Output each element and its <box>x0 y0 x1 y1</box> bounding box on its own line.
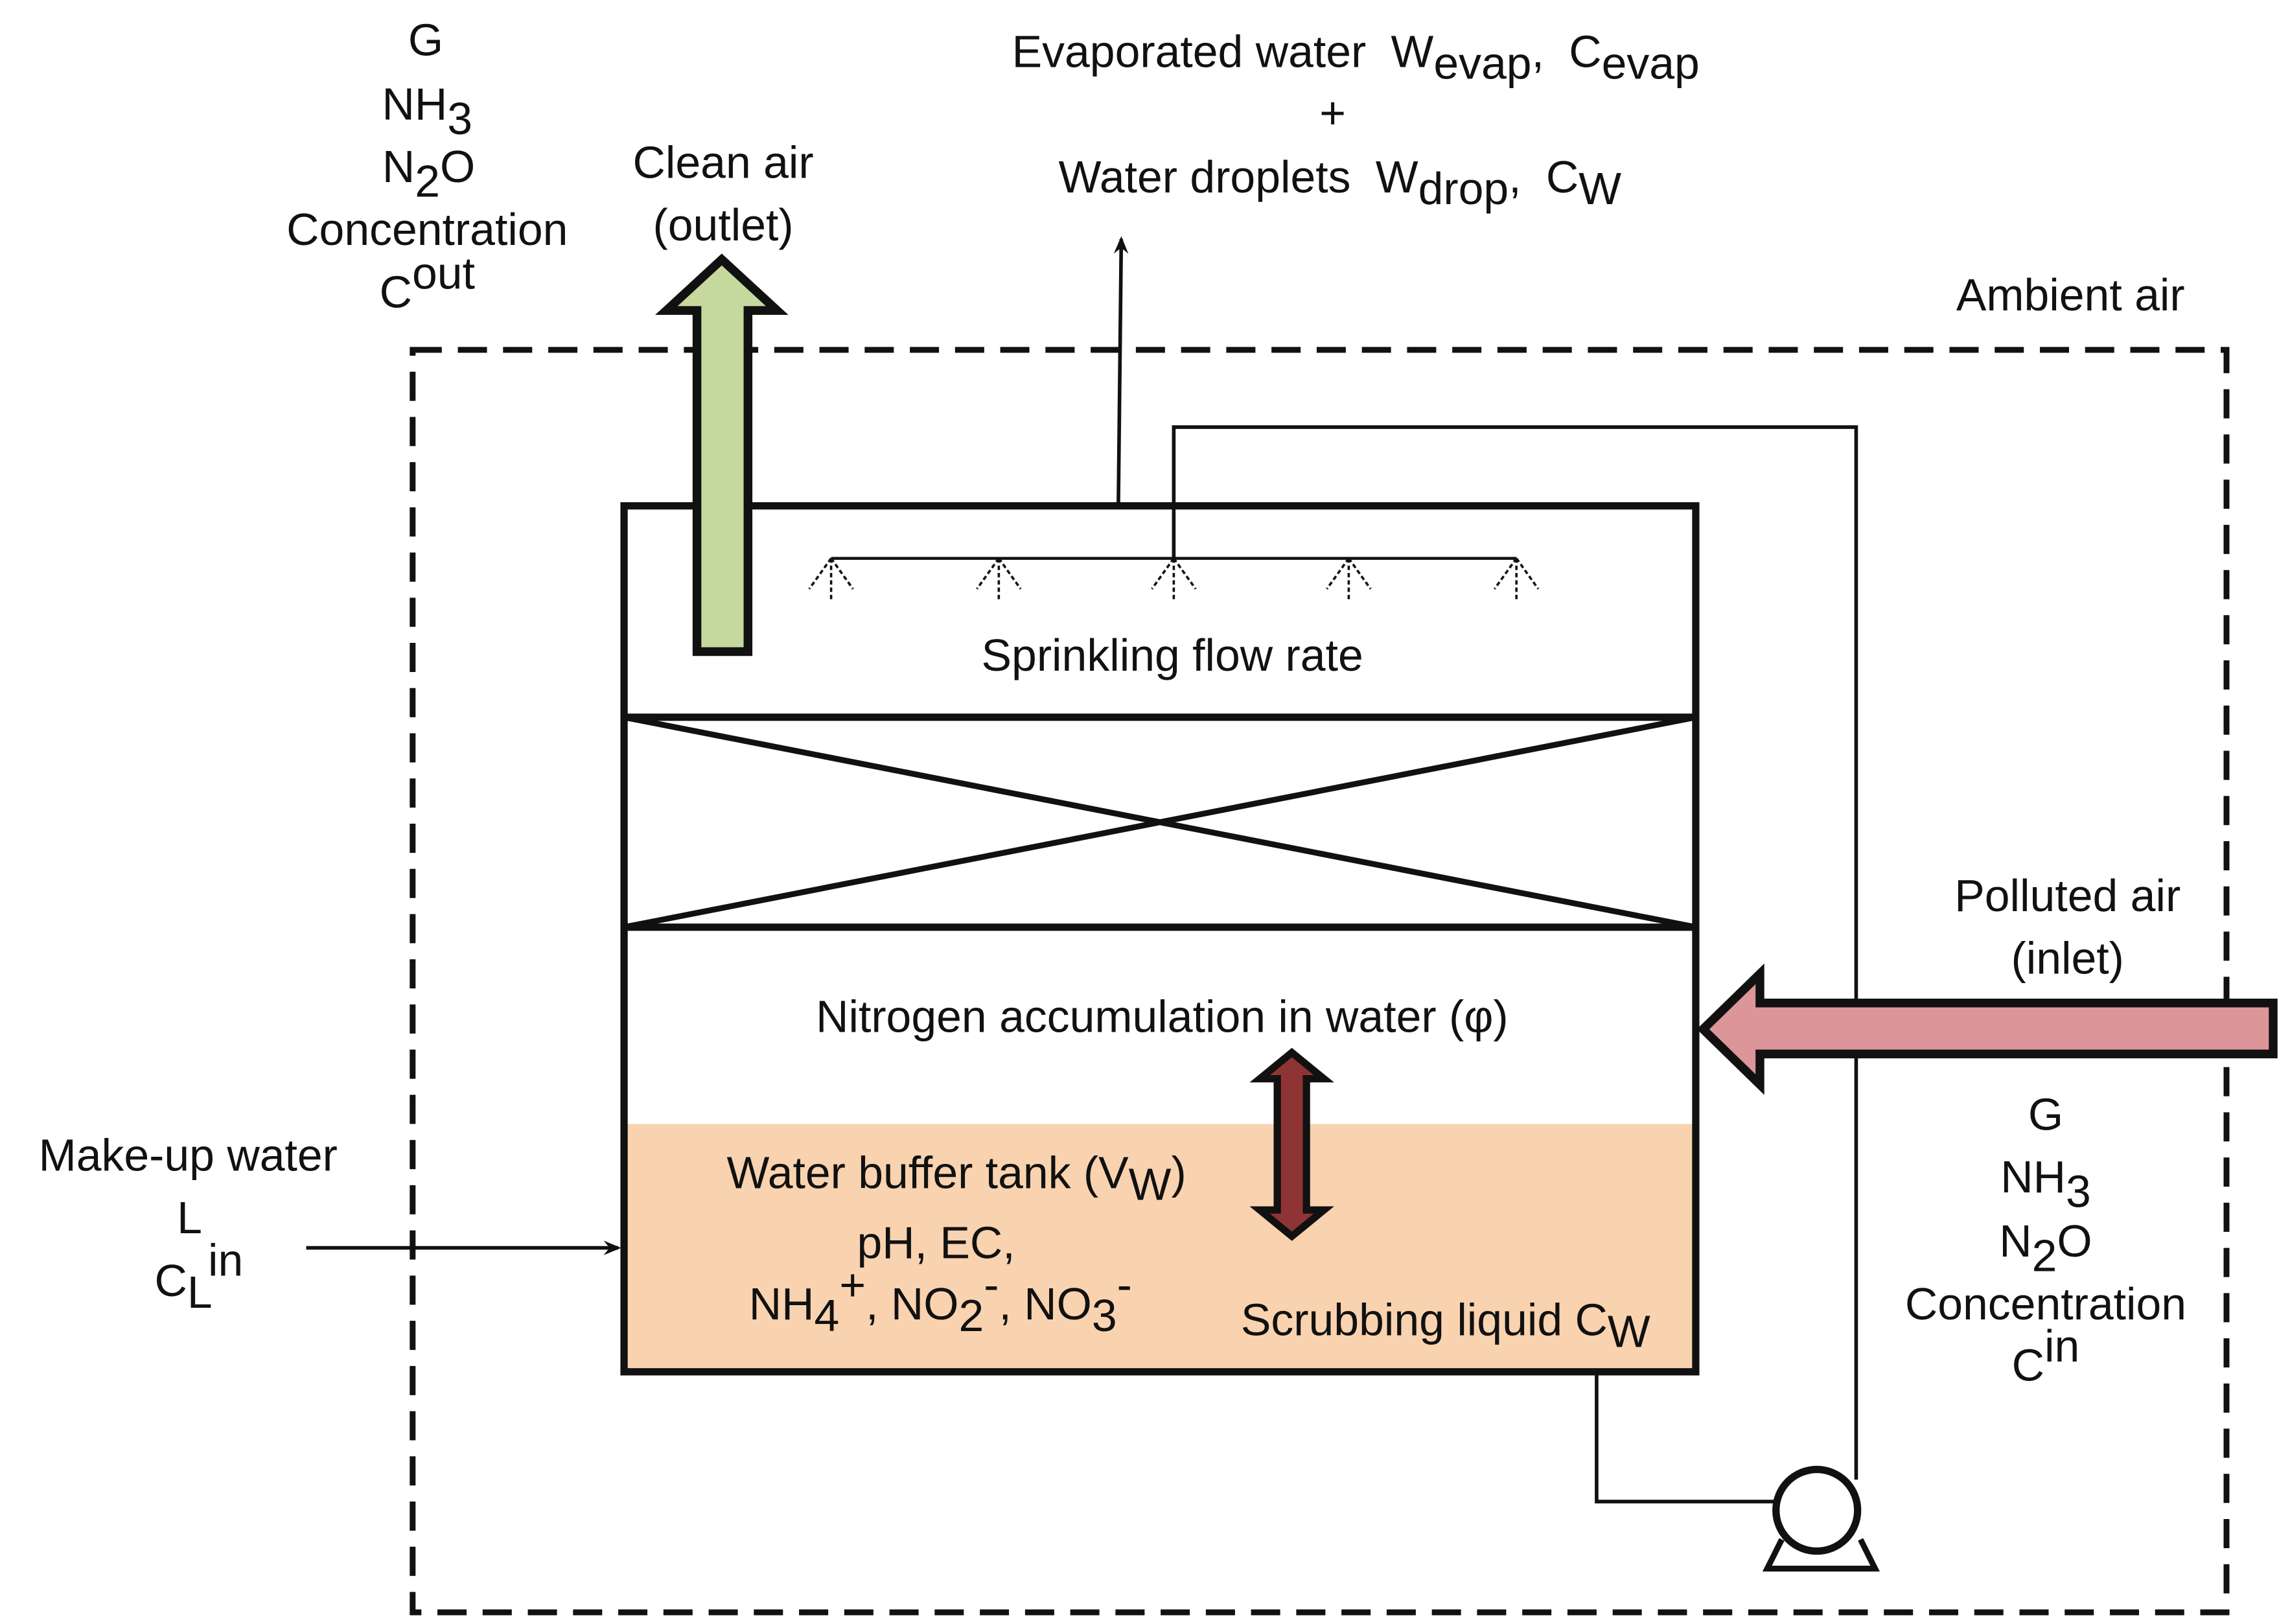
outlet-nh3-label: NH3 <box>382 78 473 143</box>
plus-sign: + <box>1319 87 1346 138</box>
inlet-nh3-label: NH3 <box>2000 1152 2091 1216</box>
outlet-gases-label: G NH3 N2O Concentration Cout <box>286 14 568 317</box>
polluted-air-label: Polluted air <box>1954 870 2181 921</box>
inlet-g-label: G <box>2028 1089 2063 1139</box>
sprinkler-header <box>808 557 1540 601</box>
outlet-g-label: G <box>408 14 443 65</box>
inlet-n2o-label: N2O <box>1999 1216 2092 1281</box>
inlet-gases-label: G NH3 N2O Concentration Cin <box>1905 1089 2186 1390</box>
nozzle-icon <box>1326 557 1372 601</box>
tank-title-label: Water buffer tank (VW) <box>726 1147 1186 1209</box>
ambient-air-boundary <box>410 347 2230 1616</box>
recirculation-pipe <box>1595 1371 1776 1503</box>
outlet-n2o-label: N2O <box>382 141 475 206</box>
evaporation-arrow <box>1113 236 1129 506</box>
outlet-concentration-label: Concentration <box>286 204 568 255</box>
outlet-c-label: Cout <box>380 248 475 317</box>
polluted-air-inlet-label: (inlet) <box>2011 933 2124 984</box>
inlet-c-label: Cin <box>2012 1321 2080 1390</box>
gas-liquid-exchange-arrow <box>1249 1047 1334 1241</box>
water-buffer-tank-label: Water buffer tank (VW) pH, EC, NH4+, NO2… <box>726 1147 1186 1340</box>
makeup-c-label: CLin <box>155 1235 244 1317</box>
ph-ec-label: pH, EC, <box>857 1217 1015 1268</box>
nozzle-icon <box>976 557 1022 601</box>
nozzle-icon <box>1151 557 1197 601</box>
clean-air-outlet-label: (outlet) <box>653 200 794 250</box>
pump-icon <box>1762 1465 1880 1572</box>
makeup-water-label-group: Make-up water L CLin <box>39 1130 338 1317</box>
inlet-concentration-label: Concentration <box>1905 1279 2186 1329</box>
clean-air-outlet-arrow <box>655 253 789 656</box>
ions-label: NH4+, NO2-, NO3- <box>749 1260 1132 1341</box>
riser-pipe <box>1172 425 1858 1480</box>
nozzle-icon <box>1493 557 1540 601</box>
clean-air-label: Clean air <box>633 137 814 187</box>
makeup-l-label: L <box>177 1192 202 1243</box>
nitrogen-accumulation-label: Nitrogen accumulation in water (φ) <box>816 992 1509 1042</box>
scrubbing-liquid-fill <box>624 1124 1696 1372</box>
scrubbing-liquid-label: Scrubbing liquid CW <box>1241 1295 1650 1357</box>
packing-section <box>623 713 1696 931</box>
nozzle-icon <box>808 557 854 601</box>
ambient-air-label: Ambient air <box>1956 270 2185 320</box>
makeup-water-label: Make-up water <box>39 1130 338 1180</box>
polluted-air-inlet-arrow <box>1696 963 2278 1095</box>
sprinkling-flow-rate-label: Sprinkling flow rate <box>982 630 1363 680</box>
scrubber-vessel <box>620 502 1700 1376</box>
